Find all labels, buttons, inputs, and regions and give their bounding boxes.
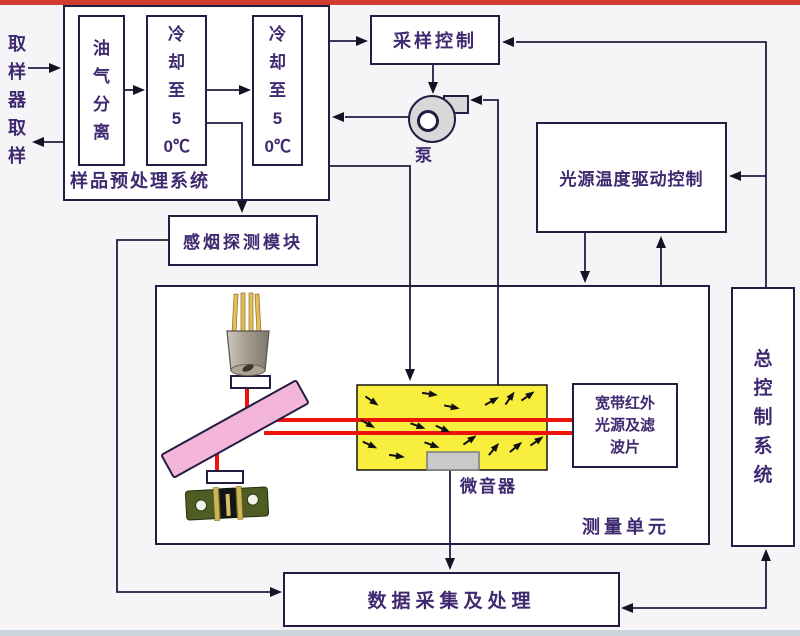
box-cooling-to-50c-1: 冷却至50℃ bbox=[146, 15, 207, 166]
box-light-source-temp-drive-control: 光源温度驱动控制 bbox=[536, 122, 727, 233]
sampler-sampling-label: 取样器取样 bbox=[8, 34, 26, 166]
measurement-unit-label: 测量单元 bbox=[582, 517, 670, 537]
pump-label: 泵 bbox=[415, 146, 432, 165]
broadband-ir-source-filter-label: 宽带红外光源及滤波片 bbox=[594, 394, 655, 456]
smoke-detection-module-label: 感烟探测模块 bbox=[183, 233, 303, 252]
top-red-strip bbox=[0, 0, 800, 5]
box-broadband-ir-source-filter: 宽带红外光源及滤波片 bbox=[572, 383, 678, 468]
oil-gas-separation-label: 油气分离 bbox=[93, 38, 110, 142]
cooling-1-label: 冷却至50℃ bbox=[163, 24, 190, 156]
box-sampling-control: 采样控制 bbox=[370, 15, 500, 65]
cooling-2-label: 冷却至50℃ bbox=[264, 24, 291, 156]
box-cooling-to-50c-2: 冷却至50℃ bbox=[252, 15, 303, 166]
bottom-grey-strip bbox=[0, 630, 800, 636]
data-acquisition-processing-label: 数据采集及处理 bbox=[367, 591, 536, 612]
light-source-temp-drive-control-label: 光源温度驱动控制 bbox=[559, 170, 704, 189]
sampling-control-label: 采样控制 bbox=[393, 31, 477, 51]
box-smoke-detection-module: 感烟探测模块 bbox=[168, 215, 318, 266]
pump-icon bbox=[408, 95, 469, 143]
main-control-system-label: 总控制系统 bbox=[753, 348, 773, 486]
sample-pretreatment-system-label: 样品预处理系统 bbox=[70, 171, 210, 191]
box-main-control-system: 总控制系统 bbox=[731, 287, 795, 547]
box-oil-gas-separation: 油气分离 bbox=[78, 15, 125, 166]
microphone-label: 微音器 bbox=[460, 477, 517, 496]
box-data-acquisition-processing: 数据采集及处理 bbox=[283, 572, 620, 627]
